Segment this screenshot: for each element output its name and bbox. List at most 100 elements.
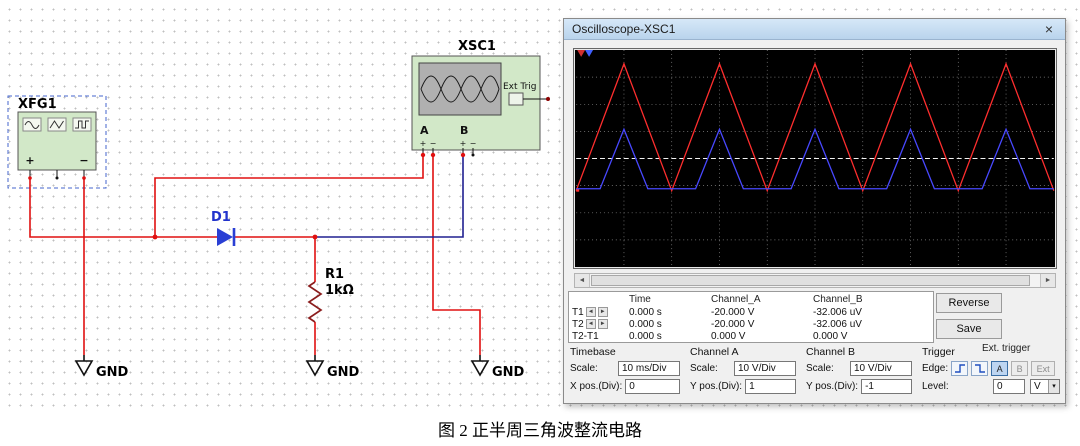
trigger-source-a-button[interactable]: A <box>991 361 1009 376</box>
channel-a-title: Channel A <box>690 346 739 358</box>
square-wave-icon <box>72 117 92 132</box>
screen-sine-2 <box>420 75 500 103</box>
channel-b-group: Channel B Scale: 10 V/Div Y pos.(Div): -… <box>802 345 918 401</box>
wire-to-channel-a[interactable] <box>154 155 424 237</box>
gnd-symbol-1[interactable]: GND <box>74 355 129 380</box>
t2-label: T2 <box>572 318 584 330</box>
sine-wave-icon <box>22 117 42 132</box>
t1-right-arrow-icon[interactable]: ► <box>597 307 608 317</box>
t1-time: 0.000 s <box>629 306 662 318</box>
t1-label: T1 <box>572 306 584 318</box>
t2-left-arrow-icon[interactable]: ◄ <box>585 319 596 329</box>
scrollbar-thumb[interactable] <box>591 275 1030 286</box>
close-icon[interactable]: × <box>1044 21 1054 37</box>
xsc1-oscilloscope-icon[interactable]: XSC1 Ext Trig A B + − + − <box>411 39 550 157</box>
ext-trigger-label: Ext. trigger <box>982 343 1031 354</box>
t1-channel-b: -32.006 uV <box>813 306 862 318</box>
channel-b-trace <box>576 127 1054 190</box>
triangle-wave-icon <box>47 117 67 132</box>
figure-caption: 图 2 正半周三角波整流电路 <box>438 421 642 440</box>
channel-b-scale-label: Scale: <box>806 363 834 374</box>
xsc1-screen <box>418 62 502 116</box>
terminal-dot <box>82 176 86 180</box>
trigger-level-field[interactable]: 0 <box>993 379 1025 394</box>
a-plus-mark: + <box>420 139 427 148</box>
a-minus-mark: − <box>430 139 437 148</box>
channel-a-scale-field[interactable]: 10 V/Div <box>734 361 796 376</box>
channel-a-group: Channel A Scale: 10 V/Div Y pos.(Div): 1 <box>686 345 802 401</box>
rising-edge-button[interactable] <box>951 361 969 376</box>
xfg1-common-pin <box>55 176 59 180</box>
xsc1-label: XSC1 <box>458 39 496 54</box>
save-button[interactable]: Save <box>936 319 1002 339</box>
wire-scope-to-gnd[interactable] <box>432 155 481 355</box>
titlebar[interactable]: Oscilloscope-XSC1 × <box>564 19 1065 40</box>
channel-b-ypos-field[interactable]: -1 <box>861 379 912 394</box>
timebase-scale-label: Scale: <box>570 363 598 374</box>
xfg1-label: XFG1 <box>18 97 57 112</box>
gnd-label: GND <box>96 365 129 380</box>
falling-edge-icon <box>974 364 985 373</box>
timebase-group: Timebase Scale: 10 ms/Div X pos.(Div): 0 <box>566 345 686 401</box>
col-time: Time <box>629 294 651 305</box>
wires[interactable] <box>28 152 481 355</box>
t2-channel-b: -32.006 uV <box>813 318 862 330</box>
xfg1-plus-terminal-label: + <box>25 154 34 167</box>
channel-a-scale-label: Scale: <box>690 363 718 374</box>
r1-resistor[interactable]: R1 1kΩ <box>307 267 354 323</box>
channel-b-scale-field[interactable]: 10 V/Div <box>850 361 912 376</box>
measurement-panel: Time Channel_A Channel_B T1 ◄ ► 0.000 s … <box>568 291 934 343</box>
scope-scrollbar[interactable]: ◄ ► <box>574 273 1056 288</box>
measurement-header: Time Channel_A Channel_B <box>569 293 933 306</box>
col-channel-b: Channel_B <box>813 294 863 305</box>
timebase-title: Timebase <box>570 346 616 358</box>
channel-a-ypos-field[interactable]: 1 <box>745 379 796 394</box>
selection-box <box>7 95 107 189</box>
channel-a-ypos-label: Y pos.(Div): <box>690 381 743 392</box>
junction-dot <box>312 234 318 240</box>
d1-diode[interactable]: D1 <box>211 210 236 246</box>
trigger-source-b-button[interactable]: B <box>1011 361 1029 376</box>
channel-b-title: Channel B <box>806 346 856 358</box>
xfg1-function-generator[interactable]: XFG1 + − <box>7 95 107 189</box>
cursor-t1-marker[interactable] <box>577 50 586 57</box>
ext-trig-terminal <box>508 92 524 106</box>
timebase-scale-field[interactable]: 10 ms/Div <box>618 361 680 376</box>
r1-value: 1kΩ <box>325 283 354 298</box>
cursor-row-t1: T1 ◄ ► 0.000 s -20.000 V -32.006 uV <box>569 306 933 318</box>
scroll-right-icon[interactable]: ► <box>1040 274 1055 287</box>
gnd-symbol-2[interactable]: GND <box>305 355 360 380</box>
trigger-level-label: Level: <box>922 381 949 392</box>
gnd-label: GND <box>327 365 360 380</box>
wire-xfg-to-diode[interactable] <box>29 178 217 238</box>
b-plus-mark: + <box>460 139 467 148</box>
channel-b-ypos-label: Y pos.(Div): <box>806 381 859 392</box>
d1-label: D1 <box>211 210 231 225</box>
trigger-source-ext-button[interactable]: Ext <box>1031 361 1056 376</box>
window-title: Oscilloscope-XSC1 <box>572 22 676 36</box>
scrollbar-track[interactable] <box>590 274 1040 287</box>
waveform-plot <box>575 50 1055 267</box>
channel-a-terminal-label: A <box>420 124 429 137</box>
t2-right-arrow-icon[interactable]: ► <box>597 319 608 329</box>
chevron-down-icon: ▾ <box>1048 380 1059 393</box>
wire-to-channel-b[interactable] <box>315 155 464 238</box>
t1-left-arrow-icon[interactable]: ◄ <box>585 307 596 317</box>
trigger-unit-select[interactable]: V ▾ <box>1030 379 1060 394</box>
col-channel-a: Channel_A <box>711 294 761 305</box>
circuit-canvas: XFG1 + − XSC1 <box>7 39 550 380</box>
diode-triangle <box>217 228 233 246</box>
trigger-unit-value: V <box>1034 381 1041 392</box>
gnd-symbol-3[interactable]: GND <box>470 355 525 380</box>
scroll-left-icon[interactable]: ◄ <box>575 274 590 287</box>
channel-b-terminal-label: B <box>460 124 468 137</box>
cursor-t2-marker[interactable] <box>585 50 594 57</box>
t2-t1-label: T2-T1 <box>572 330 599 342</box>
t1-channel-a: -20.000 V <box>711 306 755 318</box>
reverse-button[interactable]: Reverse <box>936 293 1002 313</box>
t2-t1-channel-b: 0.000 V <box>813 330 848 342</box>
timebase-xpos-field[interactable]: 0 <box>625 379 680 394</box>
t2-time: 0.000 s <box>629 318 662 330</box>
falling-edge-button[interactable] <box>971 361 989 376</box>
